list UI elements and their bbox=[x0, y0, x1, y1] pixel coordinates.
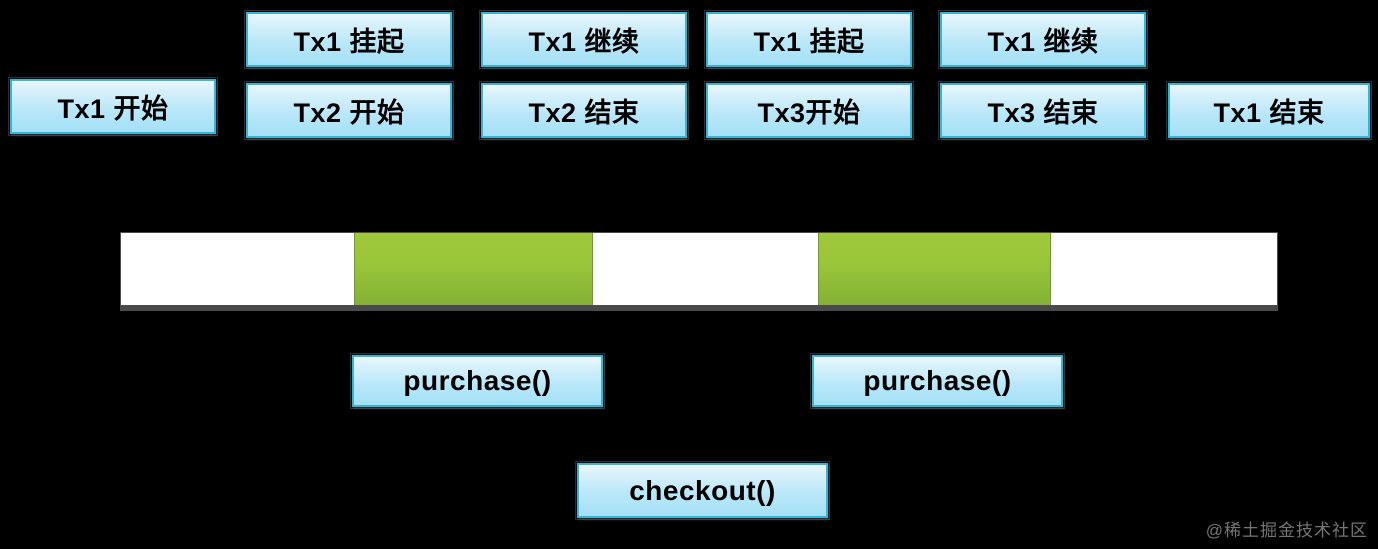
transaction-event-box-tx1-suspend-2: Tx1 挂起 bbox=[704, 10, 914, 69]
transaction-event-box-tx1-resume-2: Tx1 继续 bbox=[938, 10, 1148, 69]
timeline-segment-active-4 bbox=[1051, 233, 1277, 305]
transaction-event-box-tx2-begin: Tx2 开始 bbox=[244, 81, 454, 140]
transaction-event-box-tx1-begin: Tx1 开始 bbox=[8, 77, 218, 136]
transaction-timeline-bar bbox=[120, 232, 1278, 306]
transaction-event-box-tx1-suspend-1: Tx1 挂起 bbox=[244, 10, 454, 69]
method-box-checkout: checkout() bbox=[575, 461, 830, 520]
transaction-event-box-tx3-begin: Tx3开始 bbox=[704, 81, 914, 140]
transaction-event-box-tx1-end: Tx1 结束 bbox=[1166, 81, 1372, 140]
method-box-purchase-2: purchase() bbox=[810, 353, 1065, 409]
transaction-event-box-tx1-resume-1: Tx1 继续 bbox=[479, 10, 689, 69]
timeline-segment-active-0 bbox=[121, 233, 354, 305]
timeline-segment-active-2 bbox=[593, 233, 818, 305]
timeline-segment-suspended-3 bbox=[817, 233, 1052, 305]
transaction-event-box-tx2-end: Tx2 结束 bbox=[479, 81, 689, 140]
timeline-segment-suspended-1 bbox=[353, 233, 594, 305]
method-box-purchase-1: purchase() bbox=[350, 353, 605, 409]
transaction-event-box-tx3-end: Tx3 结束 bbox=[938, 81, 1148, 140]
timeline-bar-shadow bbox=[120, 306, 1278, 311]
watermark: @稀土掘金技术社区 bbox=[1205, 521, 1368, 540]
